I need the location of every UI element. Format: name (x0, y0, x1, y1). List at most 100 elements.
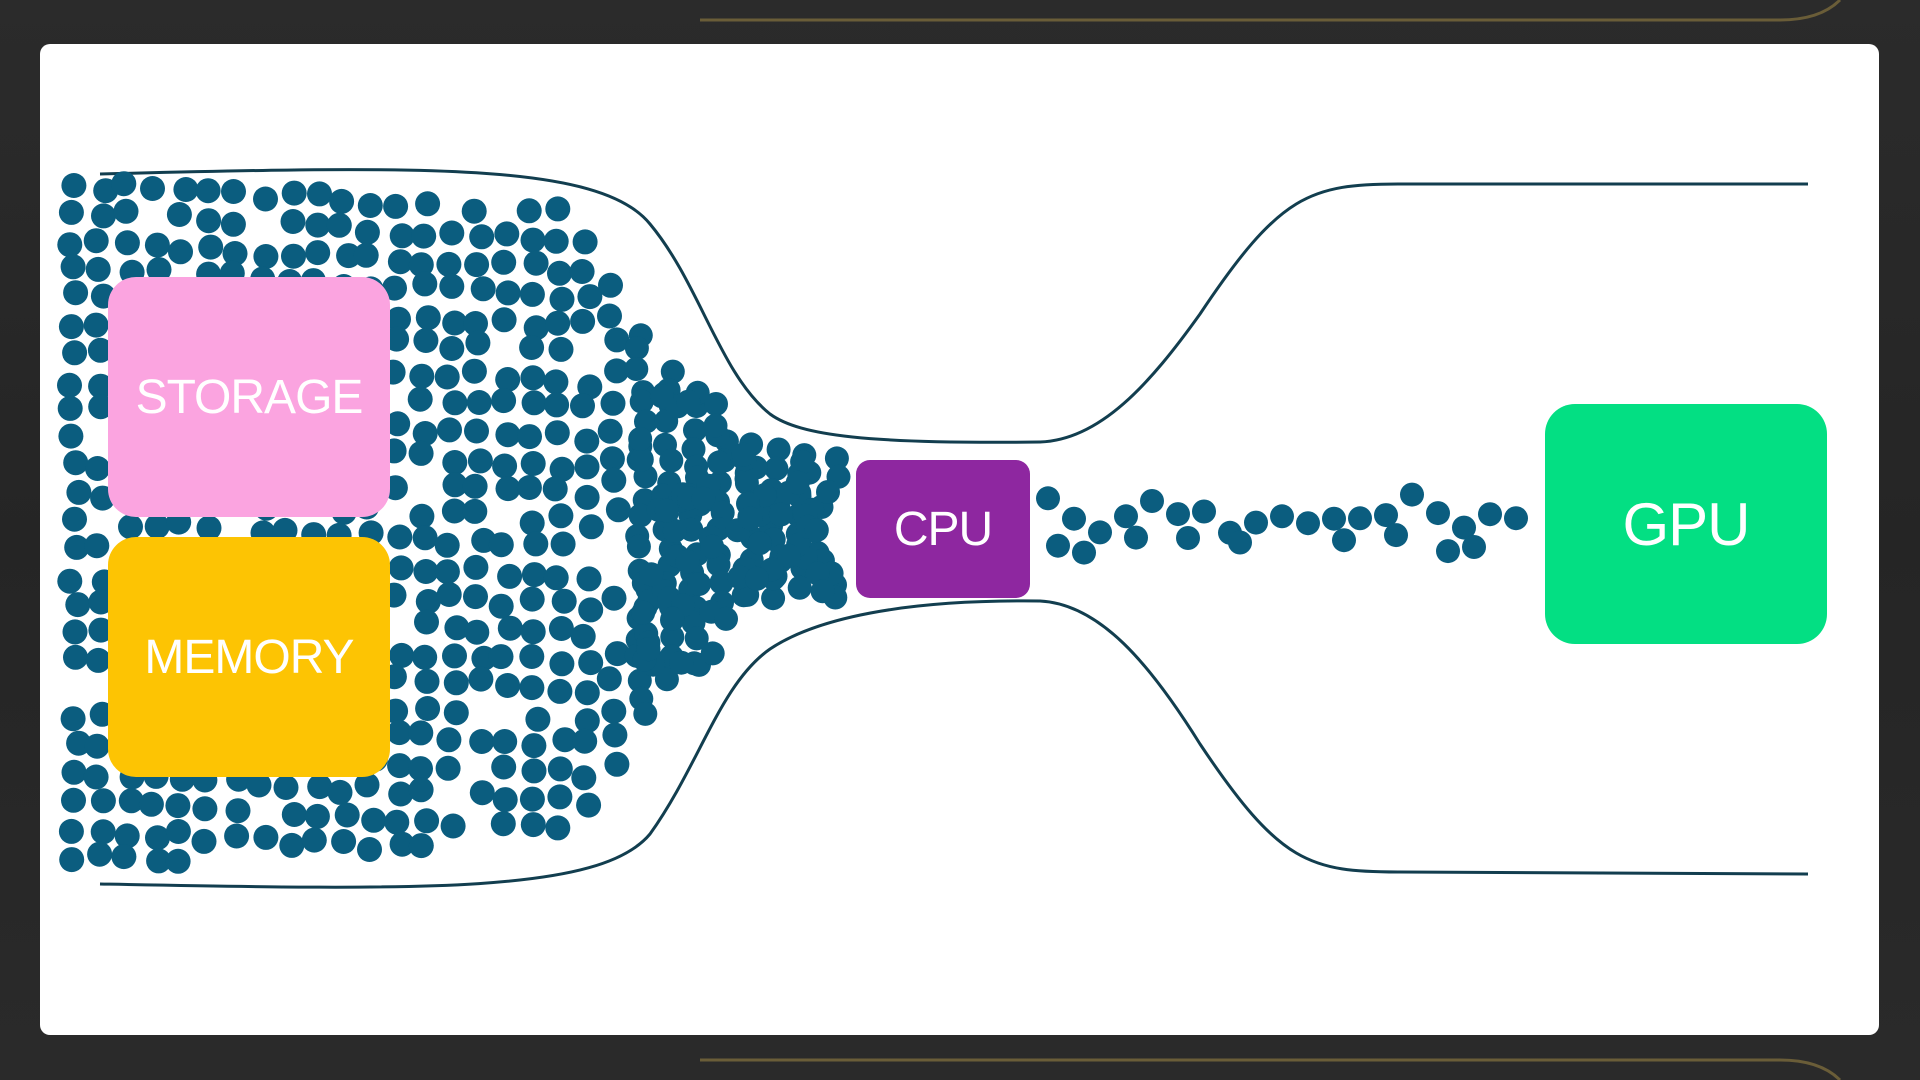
data-particle (605, 497, 631, 523)
data-particle (602, 722, 628, 748)
data-particle (601, 585, 627, 611)
data-particle (768, 502, 793, 527)
data-particle (810, 579, 835, 604)
data-particle (495, 367, 521, 392)
data-particle (1400, 482, 1424, 507)
cpu-label: CPU (893, 502, 993, 556)
data-particle (409, 363, 435, 389)
data-particle (61, 173, 87, 198)
gpu-block: GPU (1545, 404, 1827, 644)
data-particle (58, 314, 84, 340)
data-particle (520, 619, 546, 645)
data-particle (744, 566, 769, 591)
data-particle (85, 456, 110, 481)
data-particle (601, 698, 627, 724)
data-particle (273, 775, 299, 800)
data-particle (384, 326, 410, 352)
data-particle (662, 518, 687, 543)
data-particle (519, 335, 545, 360)
data-particle (88, 617, 114, 643)
data-particle (604, 641, 630, 667)
data-particle (195, 178, 221, 204)
data-particle (1046, 533, 1070, 558)
data-particle (61, 759, 87, 785)
data-particle (66, 479, 92, 505)
data-particle (442, 450, 468, 475)
data-particle (1348, 506, 1372, 531)
data-particle (1166, 502, 1190, 527)
data-particle (413, 328, 439, 353)
data-particle (84, 733, 110, 759)
data-particle (408, 833, 434, 859)
data-particle (442, 643, 467, 669)
data-particle (88, 373, 114, 399)
data-particle (520, 812, 546, 838)
data-particle (354, 772, 380, 798)
data-particle (731, 583, 756, 608)
data-particle (549, 456, 575, 482)
data-particle (191, 828, 217, 854)
data-particle (707, 450, 732, 475)
data-particle (361, 807, 387, 833)
data-particle (327, 779, 353, 805)
data-particle (576, 792, 602, 818)
data-particle (660, 625, 685, 649)
data-particle (494, 221, 520, 247)
data-particle (60, 254, 86, 280)
data-particle (676, 389, 701, 414)
data-particle (764, 456, 789, 481)
data-particle (305, 212, 331, 238)
data-particle (525, 706, 551, 732)
data-particle (87, 337, 113, 363)
data-particle (488, 593, 514, 619)
data-particle (1270, 504, 1294, 529)
data-particle (326, 212, 352, 238)
data-particle (633, 701, 658, 726)
data-particle (703, 413, 728, 438)
data-particle (118, 788, 144, 814)
data-particle (165, 793, 191, 819)
data-particle (87, 841, 113, 867)
data-particle (544, 420, 570, 446)
data-particle (462, 473, 488, 499)
data-particle (669, 650, 694, 675)
data-particle (545, 815, 571, 841)
data-particle (387, 753, 413, 779)
data-particle (738, 506, 763, 531)
data-particle (331, 829, 357, 854)
data-particle (731, 442, 756, 467)
data-particle (246, 772, 272, 798)
data-particle (1426, 501, 1450, 526)
data-particle (413, 559, 439, 584)
data-particle (307, 181, 332, 207)
data-particle (574, 680, 600, 706)
data-particle (90, 788, 116, 814)
data-particle (660, 359, 685, 384)
data-particle (548, 616, 574, 641)
data-particle (464, 252, 490, 278)
data-particle (165, 848, 191, 874)
data-particle (307, 774, 333, 800)
memory-block: MEMORY (108, 537, 390, 777)
data-particle (412, 271, 438, 297)
data-particle (1452, 515, 1476, 540)
data-particle (384, 809, 410, 835)
data-particle (683, 418, 707, 443)
data-particle (1384, 523, 1408, 548)
data-particle (824, 446, 849, 471)
data-particle (280, 209, 306, 234)
data-particle (439, 220, 465, 246)
data-particle (491, 754, 517, 780)
data-particle (196, 208, 222, 234)
data-particle (629, 389, 654, 414)
data-particle (436, 727, 462, 753)
data-particle (469, 729, 495, 754)
data-particle (571, 765, 597, 791)
data-particle (787, 575, 812, 600)
data-particle (436, 582, 462, 607)
data-particle (221, 179, 246, 204)
data-particle (408, 777, 434, 803)
data-particle (415, 191, 441, 217)
data-particle (329, 188, 355, 214)
